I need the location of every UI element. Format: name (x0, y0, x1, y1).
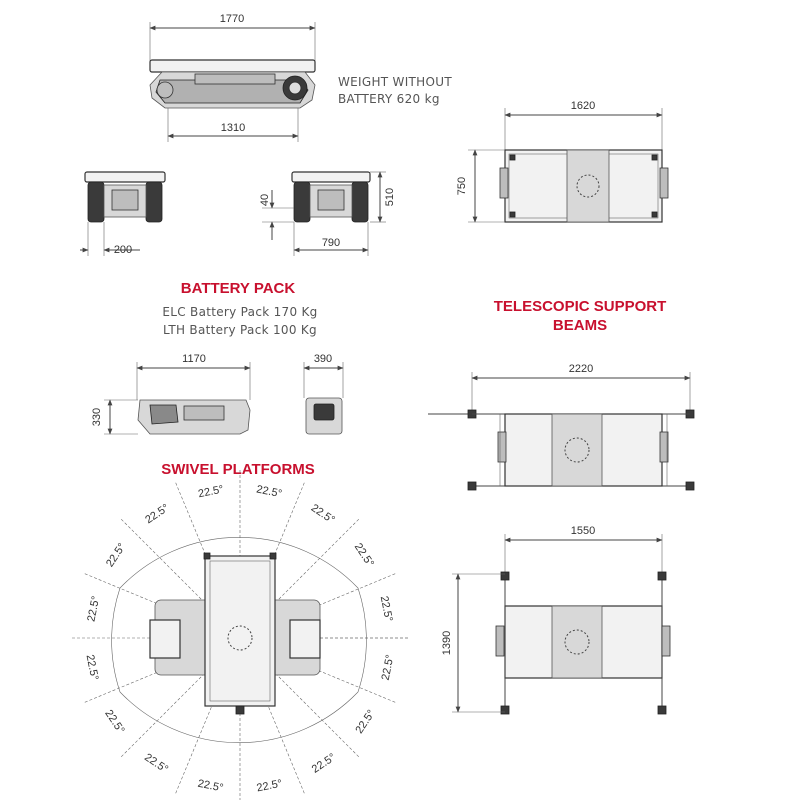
dim-track-overall-length: 1770 (220, 13, 244, 25)
dim-battery-height: 330 (91, 408, 103, 426)
angle-label: 22.5° (197, 778, 225, 795)
swivel-heading: SWIVEL PLATFORMS (161, 461, 315, 478)
battery-elc-line: ELC Battery Pack 170 Kg (162, 305, 317, 319)
telescopic-heading-line1: TELESCOPIC SUPPORT (494, 298, 667, 315)
dim-unit-height: 510 (384, 188, 396, 206)
track-unit-end-view-right: 790 40 510 (259, 171, 396, 256)
angle-label: 22.5° (104, 541, 128, 569)
track-unit-end-view-left: 200 (80, 171, 166, 256)
angle-label: 22.5° (310, 751, 338, 775)
angle-ray (239, 637, 360, 758)
dim-end-full-width: 790 (322, 237, 340, 249)
dim-height-offset: 40 (259, 194, 271, 206)
angle-label: 22.5° (309, 502, 337, 526)
angle-label: 22.5° (197, 483, 225, 500)
dim-beam-depth: 1390 (441, 631, 453, 655)
angle-label: 22.5° (255, 483, 283, 500)
weight-note-line2: BATTERY 620 kg (338, 92, 440, 106)
dim-plan-depth: 750 (456, 177, 468, 195)
angle-label: 22.5° (143, 502, 171, 526)
angle-ray (120, 637, 241, 758)
telescopic-beams-section: TELESCOPIC SUPPORT BEAMS 2220 (428, 298, 695, 491)
beam-configuration-view: 1550 1390 (441, 525, 671, 715)
angle-ray (239, 518, 360, 639)
battery-pack-heading: BATTERY PACK (181, 280, 296, 297)
dim-battery-width: 390 (314, 353, 332, 365)
dim-track-length: 1310 (221, 122, 245, 134)
angle-label: 22.5° (352, 541, 376, 569)
battery-lth-line: LTH Battery Pack 100 Kg (163, 323, 317, 337)
swivel-platforms-section: SWIVEL PLATFORMS 22.5° 22.5° 22.5° 22.5° 22.… (72, 461, 408, 800)
track-unit-side-view: 1770 1310 WEIGHT WITHOUT BATTERY 620 kg (149, 13, 452, 142)
angle-label: 22.5° (102, 708, 126, 736)
weight-note-line1: WEIGHT WITHOUT (338, 75, 452, 89)
dim-beam-width: 1550 (571, 525, 595, 537)
angle-label: 22.5° (142, 751, 170, 775)
angle-label: 22.5° (84, 654, 101, 682)
angle-label: 22.5° (85, 595, 102, 623)
angle-ray (120, 518, 241, 639)
battery-pack-section: BATTERY PACK ELC Battery Pack 170 Kg LTH… (91, 280, 344, 435)
telescopic-heading-line2: BEAMS (553, 317, 607, 334)
plan-view: 1620 750 (456, 100, 669, 223)
dim-extended-width: 2220 (569, 363, 593, 375)
dim-end-width: 200 (114, 244, 132, 256)
dim-battery-length: 1170 (182, 353, 206, 365)
angle-label: 22.5° (380, 654, 397, 682)
angle-label: 22.5° (378, 595, 395, 623)
dim-plan-width: 1620 (571, 100, 595, 112)
angle-label: 22.5° (353, 708, 377, 736)
angle-label: 22.5° (256, 778, 284, 795)
